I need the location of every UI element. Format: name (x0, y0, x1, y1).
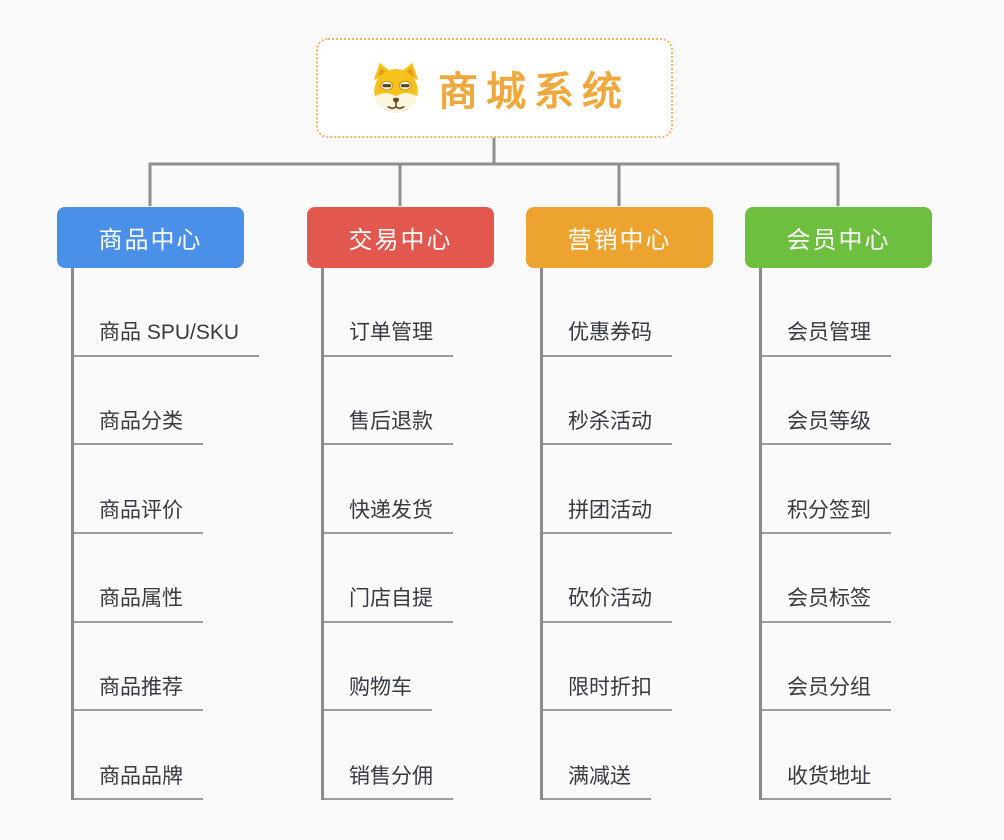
child-row: 砍价活动 (540, 534, 770, 623)
child-row: 快递发货 (321, 445, 551, 534)
topic-node[interactable]: 砍价活动 (540, 586, 672, 623)
member-center-children: 会员管理 会员等级 积分签到 会员标签 会员分组 收货地址 (759, 268, 989, 800)
child-row: 秒杀活动 (540, 357, 770, 446)
child-row: 售后退款 (321, 357, 551, 446)
child-row: 会员标签 (759, 534, 989, 623)
topic-node[interactable]: 收货地址 (759, 764, 891, 800)
root-title: 商城系统 (438, 70, 630, 114)
topic-node[interactable]: 商品品牌 (71, 764, 203, 800)
trade-center-children: 订单管理 售后退款 快递发货 门店自提 购物车 销售分佣 (321, 268, 551, 800)
topic-node[interactable]: 快递发货 (321, 498, 453, 534)
topic-node[interactable]: 商品分类 (71, 409, 203, 446)
child-row: 收货地址 (759, 711, 989, 800)
topic-node[interactable]: 商品属性 (71, 586, 203, 623)
topic-node[interactable]: 订单管理 (321, 320, 453, 357)
child-row: 会员等级 (759, 357, 989, 446)
child-row: 会员管理 (759, 268, 989, 357)
topic-node[interactable]: 售后退款 (321, 409, 453, 446)
topic-node[interactable]: 商品评价 (71, 498, 203, 534)
branch-node-product-center[interactable]: 商品中心 (57, 207, 244, 268)
topic-node[interactable]: 会员分组 (759, 675, 891, 712)
marketing-center-children: 优惠券码 秒杀活动 拼团活动 砍价活动 限时折扣 满减送 (540, 268, 770, 800)
topic-node[interactable]: 限时折扣 (540, 675, 672, 712)
shiba-dog-icon (373, 62, 419, 113)
child-row: 门店自提 (321, 534, 551, 623)
topic-node[interactable]: 门店自提 (321, 586, 453, 623)
child-row: 销售分佣 (321, 711, 551, 800)
topic-node[interactable]: 满减送 (540, 764, 651, 800)
topic-node[interactable]: 会员标签 (759, 586, 891, 623)
topic-node[interactable]: 购物车 (321, 675, 432, 712)
topic-node[interactable]: 商品 SPU/SKU (71, 320, 260, 357)
topic-node[interactable]: 会员管理 (759, 320, 891, 357)
child-row: 满减送 (540, 711, 770, 800)
child-row: 商品评价 (71, 445, 301, 534)
child-row: 商品属性 (71, 534, 301, 623)
topic-node[interactable]: 商品推荐 (71, 675, 203, 712)
child-row: 商品分类 (71, 357, 301, 446)
child-row: 会员分组 (759, 623, 989, 712)
branch-node-trade-center[interactable]: 交易中心 (307, 207, 494, 268)
child-row: 限时折扣 (540, 623, 770, 712)
child-row: 商品推荐 (71, 623, 301, 712)
topic-node[interactable]: 积分签到 (759, 498, 891, 534)
topic-node[interactable]: 优惠券码 (540, 320, 672, 357)
child-row: 优惠券码 (540, 268, 770, 357)
child-row: 购物车 (321, 623, 551, 712)
topic-node[interactable]: 拼团活动 (540, 498, 672, 534)
topic-node[interactable]: 会员等级 (759, 409, 891, 446)
root-node[interactable]: 商城系统 (316, 38, 673, 138)
branch-node-member-center[interactable]: 会员中心 (745, 207, 932, 268)
product-center-children: 商品 SPU/SKU 商品分类 商品评价 商品属性 商品推荐 商品品牌 (71, 268, 301, 800)
child-row: 商品 SPU/SKU (71, 268, 301, 357)
child-row: 订单管理 (321, 268, 551, 357)
branch-node-marketing-center[interactable]: 营销中心 (526, 207, 713, 268)
child-row: 拼团活动 (540, 445, 770, 534)
child-row: 积分签到 (759, 445, 989, 534)
child-row: 商品品牌 (71, 711, 301, 800)
topic-node[interactable]: 秒杀活动 (540, 409, 672, 446)
topic-node[interactable]: 销售分佣 (321, 764, 453, 800)
